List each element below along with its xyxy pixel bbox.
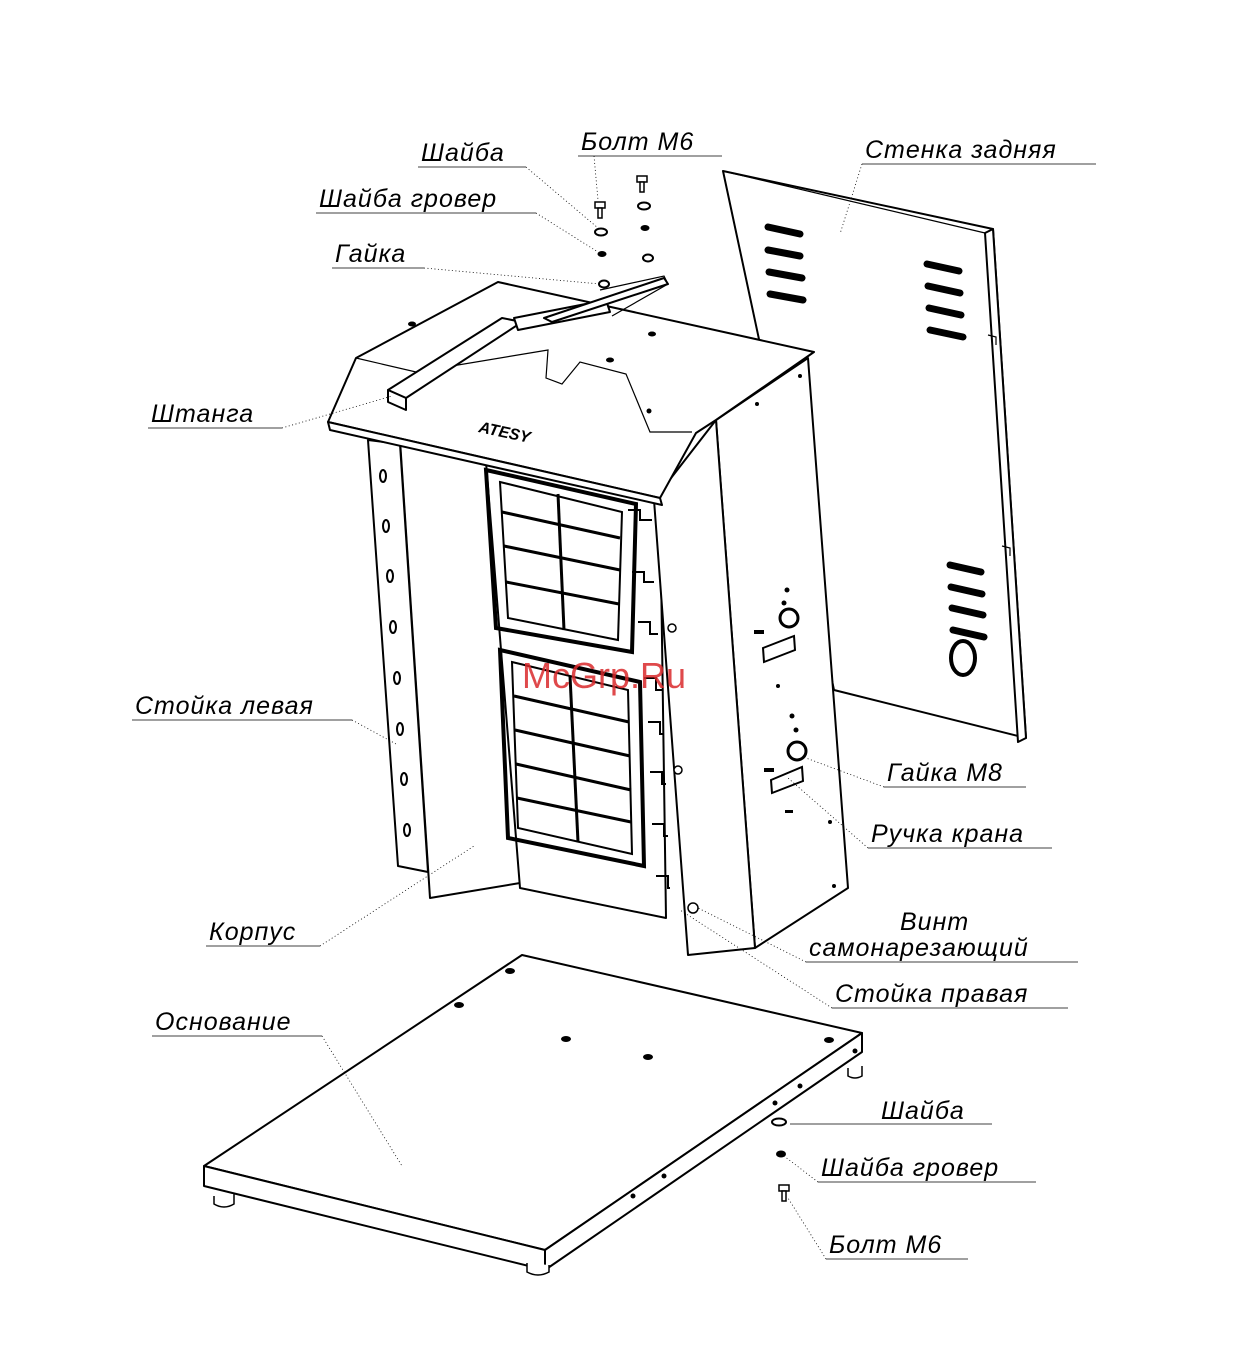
washer-top-left	[595, 229, 607, 236]
washer-bottom	[772, 1119, 786, 1126]
spring-washer-top-right	[641, 225, 650, 231]
label-back-wall: Стенка задняя	[865, 136, 1057, 164]
label-base: Основание	[155, 1008, 292, 1036]
label-screw-line2: самонарезающий	[809, 934, 1029, 962]
label-nut-top: Гайка	[335, 240, 406, 268]
nut-top-left	[599, 281, 609, 288]
label-right-post: Стойка правая	[835, 980, 1028, 1008]
bolt-m6-top-right	[637, 176, 647, 192]
nut-top-right	[643, 255, 653, 262]
label-nut-m8: Гайка М8	[887, 759, 1003, 787]
washer-top-right	[638, 203, 650, 210]
label-valve-handle: Ручка крана	[871, 820, 1024, 848]
top-fasteners	[595, 176, 653, 288]
label-washer-top: Шайба	[421, 139, 505, 167]
label-body: Корпус	[209, 918, 296, 946]
base-plate	[204, 955, 862, 1275]
label-bolt-m6-top: Болт М6	[581, 128, 694, 156]
label-washer-bottom: Шайба	[881, 1097, 965, 1125]
label-spring-washer-bottom: Шайба гровер	[821, 1154, 999, 1182]
label-spring-washer-top: Шайба гровер	[319, 185, 497, 213]
bottom-fasteners	[772, 1119, 789, 1202]
watermark-text: McGrp.Ru	[522, 655, 686, 696]
bolt-m6-bottom	[779, 1185, 789, 1201]
label-left-post: Стойка левая	[135, 692, 314, 720]
label-rod: Штанга	[151, 400, 254, 428]
bolt-m6-top-left	[595, 202, 605, 218]
spring-washer-top-left	[598, 251, 607, 257]
label-bolt-m6-bottom: Болт М6	[829, 1231, 942, 1259]
label-screw-line1: Винт	[900, 908, 969, 936]
